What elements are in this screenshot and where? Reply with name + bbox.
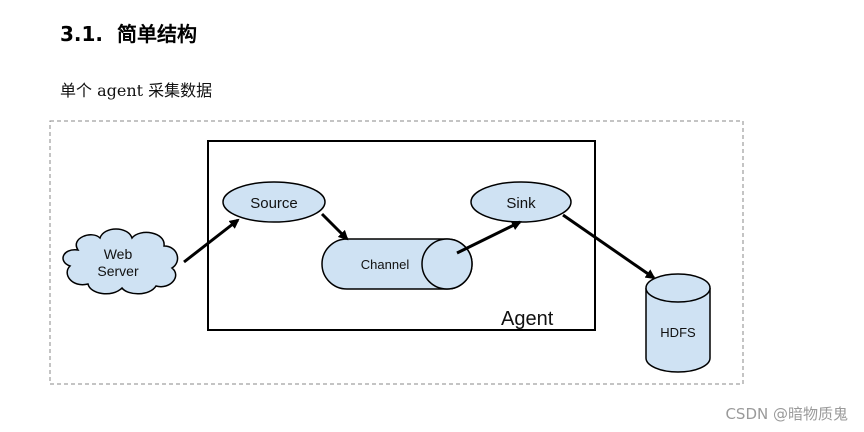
hdfs-node: HDFS [645, 273, 711, 373]
arrow-channel-to-sink [456, 220, 522, 255]
sink-node: Sink [470, 181, 572, 223]
web-server-node: Web Server [62, 228, 179, 295]
source-node: Source [222, 181, 326, 223]
subtitle: 单个 agent 采集数据 [60, 81, 213, 100]
agent-box [207, 140, 596, 331]
section-heading: 3.1. 简单结构 [60, 18, 197, 47]
channel-node: Channel [321, 238, 473, 290]
cloud-icon [62, 228, 179, 295]
hdfs-label: HDFS [660, 325, 696, 340]
arrow-sink-to-hdfs [562, 213, 656, 280]
agent-label: Agent [501, 308, 554, 330]
channel-label: Channel [361, 257, 410, 272]
source-ellipse [222, 181, 326, 223]
source-label: Source [250, 195, 298, 212]
web-server-label-line2: Server [97, 263, 139, 279]
arrow-webserver-to-source [183, 218, 240, 264]
cylinder-icon [645, 288, 711, 373]
watermark: CSDN @暗物质鬼 [725, 405, 848, 423]
hdfs-top-cap [645, 273, 711, 303]
sink-label: Sink [506, 195, 536, 212]
web-server-label-line1: Web [104, 246, 133, 262]
outer-dashed-frame [49, 120, 744, 385]
channel-end-cap [421, 238, 473, 290]
arrow-source-to-channel [320, 212, 349, 241]
section-number: 3.1. [60, 22, 104, 46]
section-title: 简单结构 [117, 22, 198, 46]
